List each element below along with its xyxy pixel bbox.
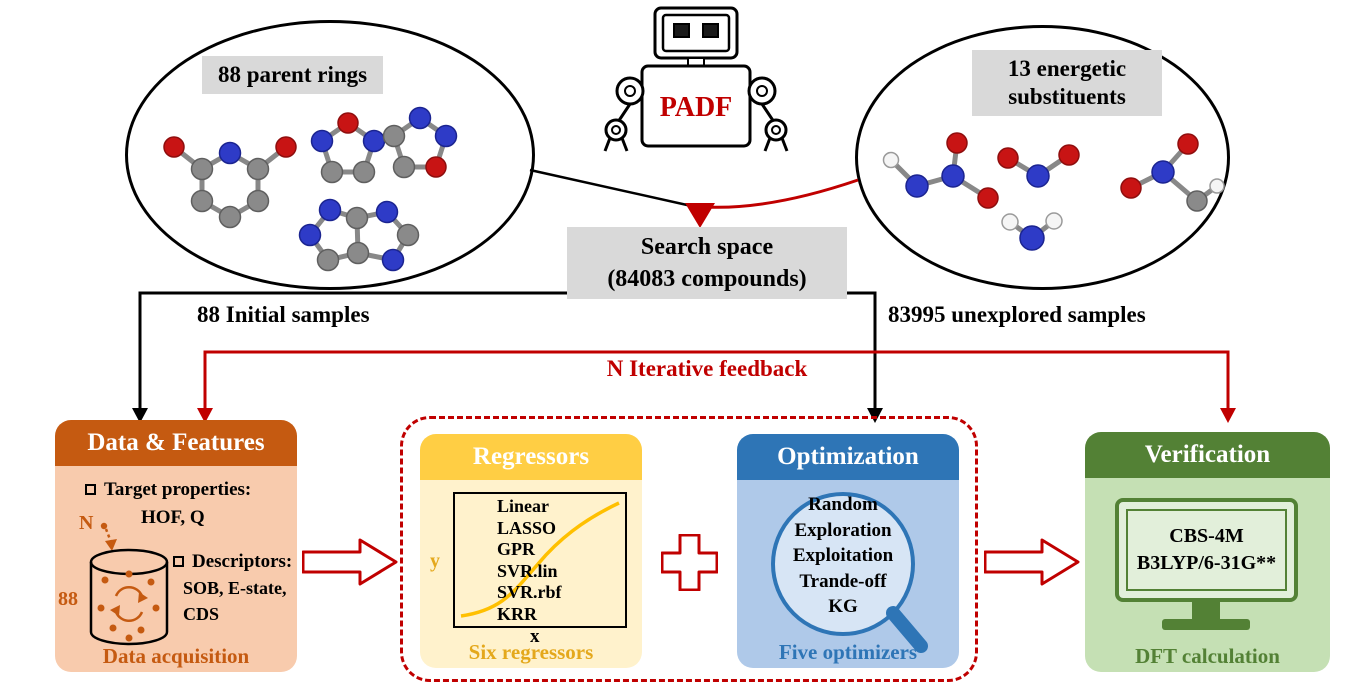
six-regressors-footer: Six regressors (468, 640, 594, 664)
descriptors-line2: CDS (183, 604, 220, 624)
y-axis-label: y (430, 550, 440, 572)
verification-body: CBS-4M B3LYP/6-31G** DFT calculation (1085, 478, 1330, 672)
search-space-box: Search space (84083 compounds) (567, 227, 847, 299)
monitor-icon: CBS-4M B3LYP/6-31G** (1115, 498, 1298, 602)
substituent-molecules (882, 132, 1225, 251)
search-space-line2: (84083 compounds) (607, 266, 807, 292)
target-properties-row: Target properties: (85, 479, 251, 501)
flow-arrow-icon (302, 538, 398, 586)
verification-panel: Verification CBS-4M B3LYP/6-31G** DFT ca… (1085, 432, 1330, 672)
data-features-title: Data & Features (55, 420, 297, 466)
iterative-feedback-label: N Iterative feedback (606, 356, 808, 381)
initial-count-label: 88 (58, 588, 78, 610)
x-axis-label: x (530, 626, 540, 647)
dft-calculation-footer: DFT calculation (1135, 644, 1280, 668)
checkbox-icon (85, 484, 96, 495)
optimizer-item: Exploration (794, 519, 892, 541)
search-space-line1: Search space (640, 234, 774, 260)
optimizer-item: Trande-off (799, 570, 887, 592)
database-cylinder-icon (89, 548, 169, 646)
fit-curve-icon (460, 501, 620, 618)
parent-rings-label: 88 parent rings (202, 56, 384, 94)
n-samples-label: N (79, 512, 94, 534)
regressors-title: Regressors (420, 434, 642, 480)
regressor-item: SVR.lin (497, 560, 558, 581)
monitor-screen: CBS-4M B3LYP/6-31G** (1126, 509, 1287, 591)
substituents-label: 13 energetic substituents (972, 50, 1162, 116)
regressor-item: LASSO (497, 517, 557, 538)
initial-samples-label: 88 Initial samples (197, 302, 370, 327)
optimization-panel: Optimization Random Exploration Exploita… (737, 434, 959, 668)
optimizer-item: Exploitation (792, 545, 894, 566)
regressor-item: KRR (497, 603, 537, 624)
optimization-body: Random Exploration Exploitation Trande-o… (737, 480, 959, 668)
data-features-panel: Data & Features Target properties: HOF, … (55, 420, 297, 672)
checkbox-icon (173, 556, 184, 567)
monitor-neck (1192, 602, 1220, 619)
robot-name-label: PADF (659, 92, 733, 123)
regressor-list: Linear LASSO GPR SVR.lin SVR.rbf KRR (497, 496, 562, 625)
descriptors-row: Descriptors: (173, 551, 292, 573)
data-dots (97, 570, 160, 642)
regressor-item: SVR.rbf (497, 582, 562, 602)
molecule-atoms (882, 132, 1225, 251)
regressors-panel: Regressors y Linear LASSO GPR SVR.lin SV… (420, 434, 642, 668)
recycle-arrows-icon (110, 586, 148, 622)
substituents-label-line2: substituents (1008, 84, 1126, 109)
method-line2: B3LYP/6-31G** (1136, 552, 1277, 574)
optimizer-list: Random Exploration Exploitation Trande-o… (737, 492, 949, 620)
plus-icon (661, 534, 718, 591)
monitor-base (1162, 619, 1250, 630)
five-optimizers-footer: Five optimizers (778, 640, 918, 664)
regressor-item: GPR (497, 539, 535, 559)
molecule-atoms (163, 106, 458, 272)
magnifier-icon (771, 492, 928, 653)
n-dotted-arrow-icon (100, 522, 117, 551)
ml-loop-dashed-border (400, 416, 978, 682)
optimizer-item: KG (828, 596, 858, 617)
target-values: HOF, Q (141, 507, 205, 528)
substituents-ellipse (855, 25, 1230, 290)
optimizer-item: Random (808, 494, 878, 515)
regressors-body: y Linear LASSO GPR SVR.lin SVR.rbf KRR x… (420, 480, 642, 668)
data-acquisition-footer: Data acquisition (102, 644, 250, 668)
parent-rings-molecules (163, 106, 458, 272)
verification-title: Verification (1085, 432, 1330, 478)
target-properties-label: Target properties: (104, 479, 252, 500)
robot-icon (603, 6, 789, 152)
descriptors-label: Descriptors: (192, 551, 293, 572)
parent-rings-ellipse (125, 20, 535, 290)
descriptors-line1: SOB, E-state, (183, 578, 287, 598)
flow-arrow-icon (984, 538, 1080, 586)
substituents-label-line1: 13 energetic (1007, 56, 1127, 81)
data-features-body: Target properties: HOF, Q N (55, 466, 297, 672)
regressor-item: Linear (497, 496, 549, 516)
unexplored-samples-label: 83995 unexplored samples (888, 302, 1146, 327)
method-line1: CBS-4M (1169, 525, 1244, 547)
optimization-title: Optimization (737, 434, 959, 480)
regressor-plot-frame: Linear LASSO GPR SVR.lin SVR.rbf KRR (453, 492, 627, 628)
